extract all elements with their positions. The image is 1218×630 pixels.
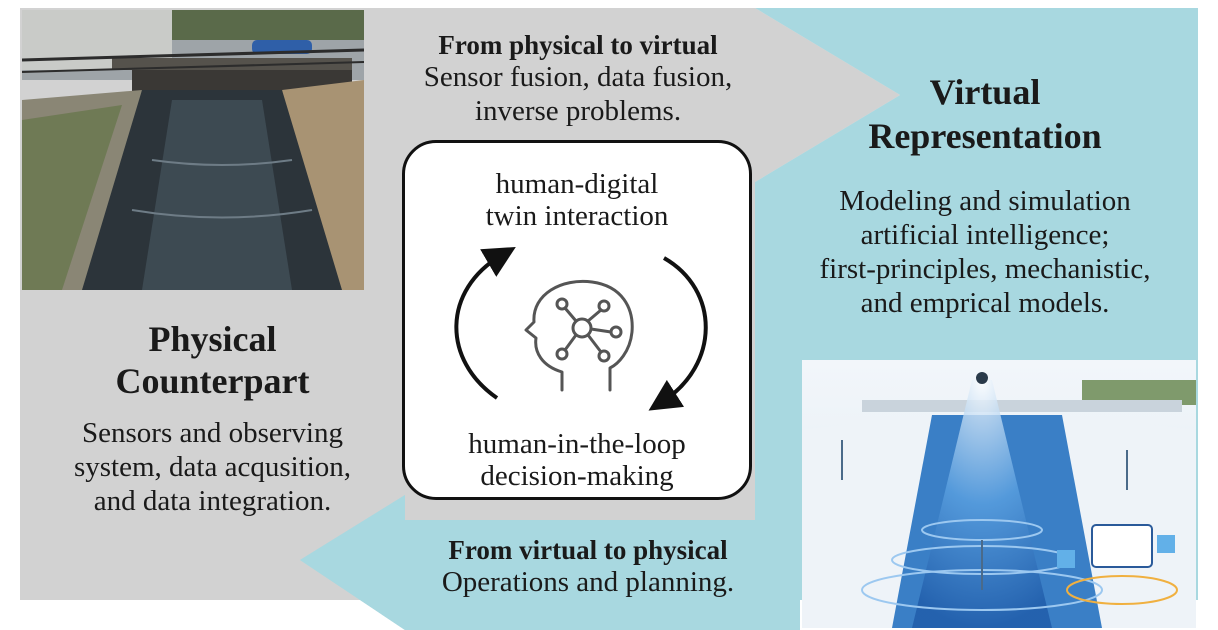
center-bottom-label: human-in-the-loop decision-making	[402, 428, 752, 492]
virtual-line3: first-principles, mechanistic,	[819, 253, 1151, 285]
digital-twin-illustration	[802, 360, 1196, 628]
physical-to-virtual-line2: inverse problems.	[474, 95, 682, 127]
virtual-line1: Modeling and simulation	[839, 185, 1131, 217]
center-bottom-line2: decision-making	[480, 460, 674, 492]
right-cycle-arrow	[648, 256, 708, 411]
virtual-to-physical-arrow	[300, 495, 800, 630]
cycle-diagram	[454, 246, 708, 411]
head-network-icon	[524, 279, 634, 392]
virtual-line2: artificial intelligence;	[860, 219, 1110, 251]
virtual-to-physical-block: From virtual to physical Operations and …	[368, 535, 808, 599]
left-cycle-arrow	[454, 246, 516, 400]
center-top-label: human-digital twin interaction	[402, 168, 752, 232]
virtual-to-physical-title: From virtual to physical	[448, 535, 728, 565]
center-bottom-line1: human-in-the-loop	[468, 428, 686, 460]
physical-title-line1: Physical	[148, 319, 277, 359]
digital-twin-channel-render	[802, 360, 1196, 628]
virtual-representation-block: Virtual Representation Modeling and simu…	[770, 70, 1200, 320]
physical-line3: and data integration.	[93, 485, 332, 517]
stream-channel-illustration	[22, 10, 364, 290]
physical-title-line2: Counterpart	[115, 361, 310, 401]
physical-line1: Sensors and observing	[82, 417, 343, 449]
center-top-line1: human-digital	[495, 168, 659, 200]
physical-to-virtual-arrow	[370, 8, 900, 182]
virtual-title-line2: Representation	[868, 116, 1102, 156]
physical-line2: system, data acqusition,	[73, 451, 352, 483]
physical-to-virtual-title: From physical to virtual	[438, 30, 718, 60]
physical-to-virtual-line1: Sensor fusion, data fusion,	[423, 61, 733, 93]
center-top-line2: twin interaction	[485, 200, 669, 232]
physical-to-virtual-block: From physical to virtual Sensor fusion, …	[368, 30, 788, 128]
virtual-to-physical-line1: Operations and planning.	[441, 566, 735, 598]
physical-counterpart-block: Physical Counterpart Sensors and observi…	[20, 318, 405, 518]
virtual-title-line1: Virtual	[929, 72, 1041, 112]
virtual-line4: and emprical models.	[860, 287, 1110, 319]
stream-channel-photo	[22, 10, 364, 290]
